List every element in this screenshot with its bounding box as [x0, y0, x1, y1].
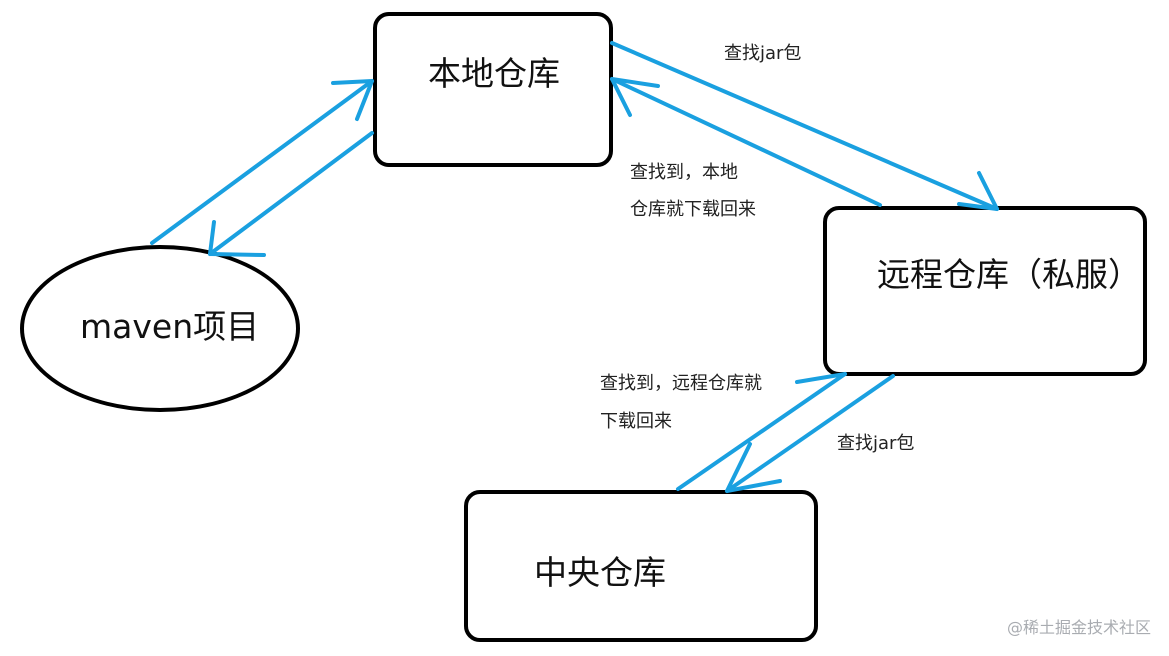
- arrowhead-remote-to-central: [725, 442, 782, 493]
- arrowhead-central-to-remote: [795, 372, 847, 384]
- central-repository-label: 中央仓库: [534, 553, 666, 592]
- remote-repository-box: [823, 206, 1147, 376]
- edge-label-local-to-remote: 查找jar包: [724, 43, 802, 64]
- maven-project-label: maven项目: [80, 307, 260, 346]
- arrowhead-maven-to-local: [331, 79, 374, 121]
- edge-label-remote-to-central: 查找jar包: [837, 433, 915, 454]
- local-repository-box: [373, 12, 613, 167]
- maven-project-ellipse: [20, 245, 300, 412]
- central-repository-box: [464, 490, 818, 642]
- remote-repository-label: 远程仓库（私服）: [877, 255, 1141, 294]
- arrow-local-to-remote: [610, 41, 999, 211]
- local-repository-label: 本地仓库: [428, 54, 560, 93]
- arrow-local-to-maven: [208, 131, 374, 256]
- arrow-maven-to-local: [150, 79, 374, 245]
- arrowhead-local-to-maven: [208, 220, 266, 257]
- arrow-central-to-remote: [676, 372, 847, 491]
- edge-label-central-to-remote-line2: 下载回来: [600, 411, 672, 432]
- watermark: @稀土掘金技术社区: [1006, 618, 1151, 637]
- edge-label-central-to-remote-line1: 查找到，远程仓库就: [600, 373, 762, 394]
- arrowhead-local-to-remote: [957, 171, 999, 211]
- edge-label-remote-to-local-line2: 仓库就下载回来: [630, 199, 756, 220]
- edge-label-remote-to-local-line1: 查找到，本地: [630, 162, 738, 183]
- arrowhead-remote-to-local: [610, 77, 660, 117]
- arrow-remote-to-local: [610, 77, 882, 207]
- arrow-remote-to-central: [725, 374, 895, 493]
